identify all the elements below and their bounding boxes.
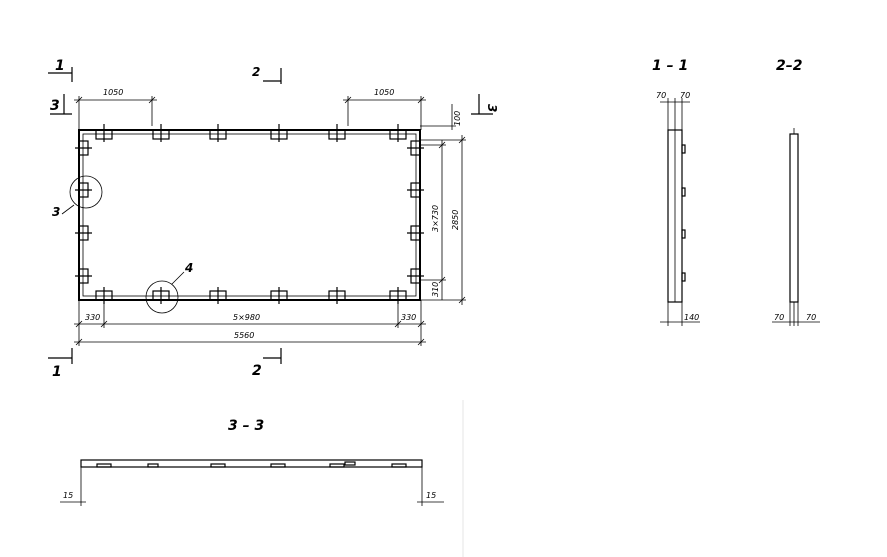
section-1-1: 1 – 1 70 70 140: [652, 58, 700, 326]
bottom-plates: [95, 287, 407, 304]
section-2-2-dims: [772, 302, 820, 326]
dim-edge-top: 100: [453, 111, 462, 126]
cut-markers: [48, 67, 493, 364]
section-2-2-body: [789, 133, 799, 303]
dim-height-total: 2850: [451, 210, 460, 230]
cut-1-top: 1: [55, 58, 65, 74]
panel-outline: [78, 129, 421, 301]
callout-circle-4: [145, 280, 179, 314]
section-1-1-dim-top-a: 70: [656, 91, 666, 100]
section-2-2-title: 2–2: [776, 58, 802, 74]
dim-top-right: 1050: [374, 88, 394, 97]
bottom-dimensions: [74, 300, 426, 346]
callout-circle-3: [69, 175, 103, 209]
plan-view: 3 4 1050 1050 100: [48, 58, 499, 380]
dim-bottom-right: 310: [431, 282, 440, 297]
section-2-2: 2–2 70 70: [772, 58, 820, 326]
dim-top-left: 1050: [103, 88, 123, 97]
right-dimensions: [420, 135, 466, 305]
cut-2-top: 2: [252, 65, 260, 79]
top-dimensions: [74, 96, 456, 130]
section-1-1-dim-bottom: 140: [684, 313, 699, 322]
dim-bottom-right2: 330: [401, 313, 416, 322]
section-1-1-title: 1 – 1: [652, 58, 688, 74]
section-2-2-dim-bottom-a: 70: [774, 313, 784, 322]
section-1-1-nubs: [681, 144, 686, 282]
panel-inner-outline: [82, 133, 417, 297]
callout-label-3: 3: [52, 205, 60, 219]
section-3-3-dim-left: 15: [63, 491, 73, 500]
callout-label-4: 4: [184, 261, 193, 275]
right-plates: [407, 140, 424, 284]
dim-total-length: 5560: [234, 331, 254, 340]
cut-3-left: 3: [50, 98, 60, 114]
dim-bottom-mid: 5×980: [233, 313, 260, 322]
section-1-1-dims: [660, 98, 700, 326]
section-3-3-dims: [60, 467, 444, 506]
section-1-1-dim-top-b: 70: [680, 91, 690, 100]
section-3-3-plates: [96, 461, 407, 468]
section-3-3: 3 – 3 15 15: [60, 418, 444, 506]
cut-2-bottom: 2: [252, 363, 262, 379]
cut-3-right: 3: [485, 104, 499, 112]
section-3-3-dim-right: 15: [426, 491, 436, 500]
section-3-3-body: [80, 459, 423, 468]
section-3-3-title: 3 – 3: [228, 418, 264, 434]
dim-bottom-left: 330: [85, 313, 100, 322]
left-plates: [75, 140, 92, 284]
section-2-2-dim-bottom-b: 70: [806, 313, 816, 322]
dim-height-inner: 3×730: [431, 205, 440, 232]
top-plates: [95, 124, 407, 142]
cut-1-bottom: 1: [52, 364, 62, 380]
